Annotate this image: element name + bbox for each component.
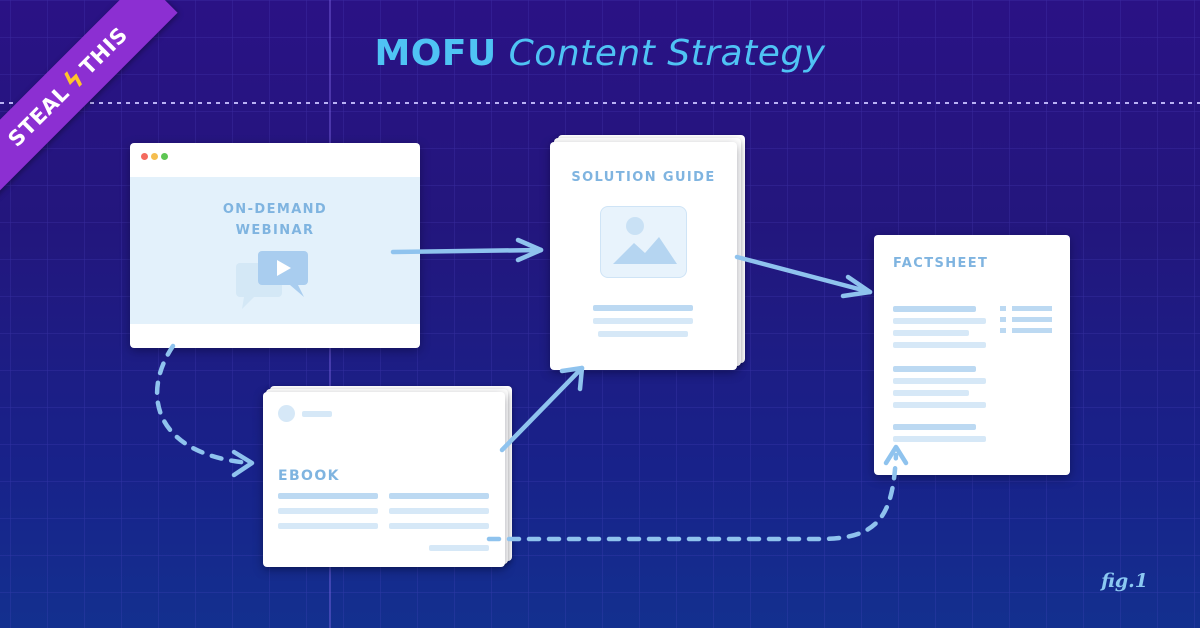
title-bold: MOFU bbox=[374, 33, 497, 74]
avatar-icon bbox=[278, 405, 295, 422]
image-icon bbox=[613, 217, 677, 264]
window-chrome bbox=[130, 143, 420, 177]
image-frame bbox=[600, 206, 687, 278]
video-chat-icon bbox=[236, 251, 308, 309]
minimize-dot-icon bbox=[151, 153, 158, 160]
maximize-dot-icon bbox=[161, 153, 168, 160]
solution-guide-card: SOLUTION GUIDE bbox=[550, 142, 737, 370]
ebook-card: EBOOK bbox=[263, 392, 505, 567]
webinar-label: ON-DEMAND WEBINAR bbox=[222, 202, 328, 238]
close-dot-icon bbox=[141, 153, 148, 160]
page-title: MOFU Content Strategy bbox=[0, 33, 1200, 74]
webinar-body bbox=[130, 177, 420, 324]
list-icon bbox=[1000, 306, 1052, 333]
factsheet-card: FACTSHEET bbox=[874, 235, 1070, 475]
factsheet-label: FACTSHEET bbox=[893, 256, 989, 271]
ebook-label: EBOOK bbox=[278, 468, 340, 484]
webinar-card: ON-DEMAND WEBINAR bbox=[130, 143, 420, 348]
solution-guide-label: SOLUTION GUIDE bbox=[571, 170, 716, 185]
title-light: Content Strategy bbox=[508, 33, 826, 74]
figure-label: fig.1 bbox=[1101, 570, 1148, 592]
